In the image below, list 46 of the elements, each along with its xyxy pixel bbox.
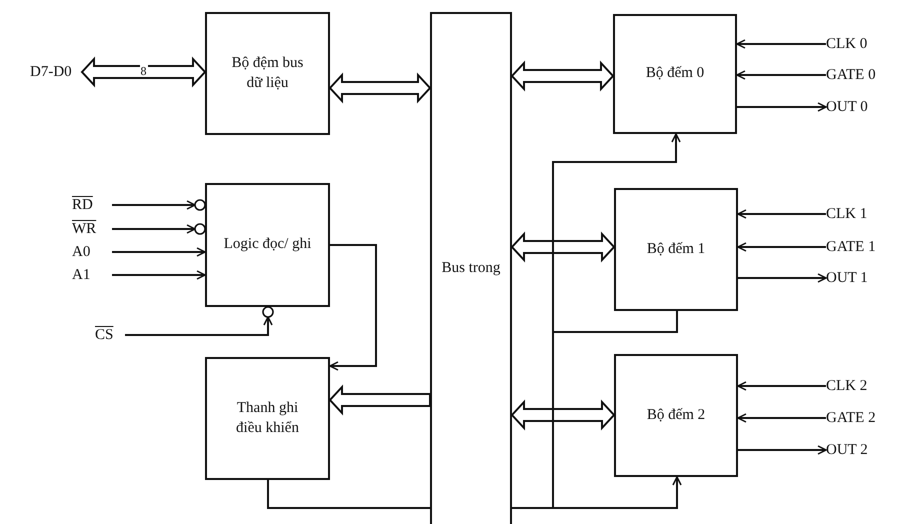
arrow (737, 102, 827, 112)
bus-arrow (510, 231, 616, 263)
arrow (125, 316, 273, 336)
arrow (737, 413, 826, 423)
signal-label: A0 (72, 242, 112, 262)
arrow (736, 39, 826, 49)
block-box: Bộ đếm 2 (614, 354, 738, 477)
arrow (329, 244, 377, 371)
block-box: Thanh ghi điều khiển (205, 357, 330, 480)
signal-label: GATE 1 (826, 237, 908, 257)
signal-label: OUT 2 (826, 440, 908, 460)
bus-arrow (80, 56, 206, 88)
arrow (512, 476, 682, 509)
signal-label: A1 (72, 265, 112, 285)
block-box: Bộ đếm 0 (613, 14, 737, 134)
signal-label: CLK 0 (826, 34, 908, 54)
signal-label: CS (95, 325, 125, 345)
block-box: Bộ đếm 1 (614, 188, 738, 311)
signal-label: OUT 1 (826, 268, 908, 288)
internal-bus: Bus trong (430, 12, 512, 524)
bus-arrow (328, 384, 431, 416)
arrow (112, 247, 206, 257)
arrow (112, 224, 196, 234)
connector-line (267, 480, 430, 509)
block-box: Logic đọc/ ghi (205, 183, 330, 307)
signal-label: RD (72, 195, 112, 215)
block-box: Bộ đệm bus dữ liệu (205, 12, 330, 135)
signal-label: CLK 2 (826, 376, 908, 396)
arrow (112, 270, 206, 280)
arrow (737, 209, 826, 219)
arrow (738, 273, 827, 283)
signal-label: D7-D0 (30, 62, 82, 82)
arrow (738, 445, 827, 455)
signal-label: GATE 0 (826, 65, 908, 85)
signal-label: WR (72, 219, 112, 239)
signal-label: CLK 1 (826, 204, 908, 224)
signal-label: GATE 2 (826, 408, 908, 428)
arrow (737, 242, 826, 252)
bus-arrow (328, 72, 432, 104)
bus-arrow (510, 60, 614, 92)
arrow (736, 70, 826, 80)
arrow (112, 200, 196, 210)
bus-arrow (510, 399, 616, 431)
edge-label: 8 (140, 65, 148, 77)
signal-label: OUT 0 (826, 97, 908, 117)
arrow (737, 381, 826, 391)
